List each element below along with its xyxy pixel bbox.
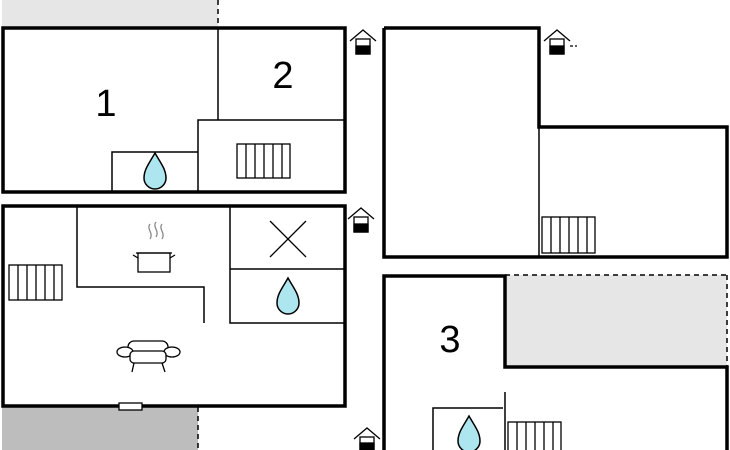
room-label-3: 3 — [439, 319, 460, 361]
terrace-bottom-left — [2, 407, 199, 450]
room-label-1: 1 — [95, 83, 116, 125]
block-living — [1, 204, 347, 411]
block-bedrooms-top — [1, 26, 347, 194]
radiator-icon — [541, 216, 596, 254]
door-step — [118, 402, 143, 411]
room-label-2: 2 — [272, 55, 293, 97]
radiator-icon — [507, 421, 562, 450]
entrance-house-icon — [349, 29, 377, 55]
terrace-top-left — [2, 0, 219, 27]
water-drop-icon — [276, 276, 300, 315]
block-lower-right — [382, 274, 729, 450]
shower-cross-icon — [269, 220, 307, 258]
water-drop-icon — [143, 151, 167, 190]
entrance-house-icon — [543, 29, 577, 55]
radiator-icon — [8, 264, 63, 301]
block-upper-right — [382, 26, 729, 259]
entrance-house-icon — [347, 207, 375, 233]
water-drop-icon — [457, 414, 481, 450]
terrace-right — [505, 274, 728, 367]
cooking-pot-icon — [132, 221, 176, 273]
entrance-house-icon — [353, 427, 381, 450]
sofa-icon — [116, 340, 181, 373]
radiator-icon — [236, 143, 291, 179]
